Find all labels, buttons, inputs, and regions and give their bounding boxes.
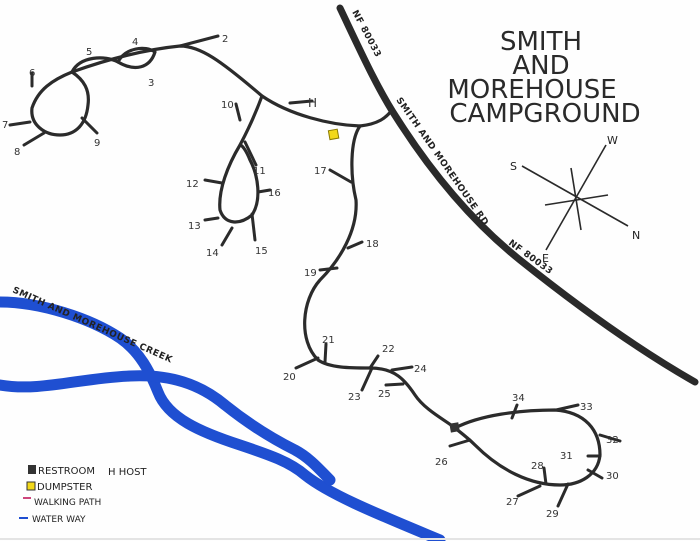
site-7[interactable]: 7 [2,120,8,131]
compass-e: E [542,252,549,265]
site-13[interactable]: 13 [188,221,201,232]
site-20[interactable]: 20 [283,372,296,383]
site-10[interactable]: 10 [221,100,234,111]
site-12[interactable]: 12 [186,179,199,190]
site-3[interactable]: 3 [148,78,154,89]
site-16[interactable]: 16 [268,188,281,199]
creek-label: SMITH AND MOREHOUSE CREEK [11,286,174,366]
site-5[interactable]: 5 [86,47,92,58]
site-2[interactable]: 2 [222,34,228,45]
site-28[interactable]: 28 [531,461,544,472]
creek [0,296,446,541]
site-21[interactable]: 21 [322,335,335,346]
legend-restroom: RESTROOM [38,466,95,477]
compass-rose: S W N E [510,134,640,265]
site-25[interactable]: 25 [378,389,391,400]
legend-water-way: WATER WAY [32,515,86,525]
restroom-icon [449,422,460,433]
site-18[interactable]: 18 [366,239,379,250]
compass-s: S [510,160,517,173]
legend-dumpster: DUMPSTER [37,482,92,493]
site-spurs [8,34,622,508]
legend-host: H HOST [108,467,147,478]
site-26[interactable]: 26 [435,457,448,468]
site-19[interactable]: 19 [304,268,317,279]
legend-restroom-icon [28,465,36,474]
site-8[interactable]: 8 [14,147,20,158]
site-33[interactable]: 33 [580,402,593,413]
title-line-3: MOREHOUSE [447,75,616,105]
map-title: SMITH AND MOREHOUSE CAMPGROUND [447,27,640,129]
site-24[interactable]: 24 [414,364,427,375]
site-22[interactable]: 22 [382,344,395,355]
site-32[interactable]: 32 [606,435,619,446]
site-6[interactable]: 6 [29,68,35,79]
title-line-4: CAMPGROUND [449,99,640,129]
legend-walking-path: WALKING PATH [34,498,101,508]
site-17[interactable]: 17 [314,166,327,177]
site-11[interactable]: 11 [253,166,266,177]
legend-dumpster-icon [26,481,36,491]
site-30[interactable]: 30 [606,471,619,482]
walking-paths [30,44,602,487]
dumpster-icon [327,128,340,141]
site-27[interactable]: 27 [506,497,519,508]
host-site[interactable]: H [308,96,317,110]
compass-w: W [607,134,618,147]
compass-n: N [632,229,640,242]
title-line-1: SMITH [500,27,582,57]
main-road [336,4,699,386]
site-labels: 2 3 4 5 6 7 8 9 10 11 12 13 14 15 16 17 … [2,34,619,520]
site-4[interactable]: 4 [132,37,138,48]
site-15[interactable]: 15 [255,246,268,257]
site-31[interactable]: 31 [560,451,573,462]
site-14[interactable]: 14 [206,248,219,259]
title-line-2: AND [512,51,569,81]
legend: RESTROOM H HOST DUMPSTER WALKING PATH WA… [19,465,147,525]
site-34[interactable]: 34 [512,393,525,404]
site-29[interactable]: 29 [546,509,559,520]
site-9[interactable]: 9 [94,138,100,149]
site-23[interactable]: 23 [348,392,361,403]
